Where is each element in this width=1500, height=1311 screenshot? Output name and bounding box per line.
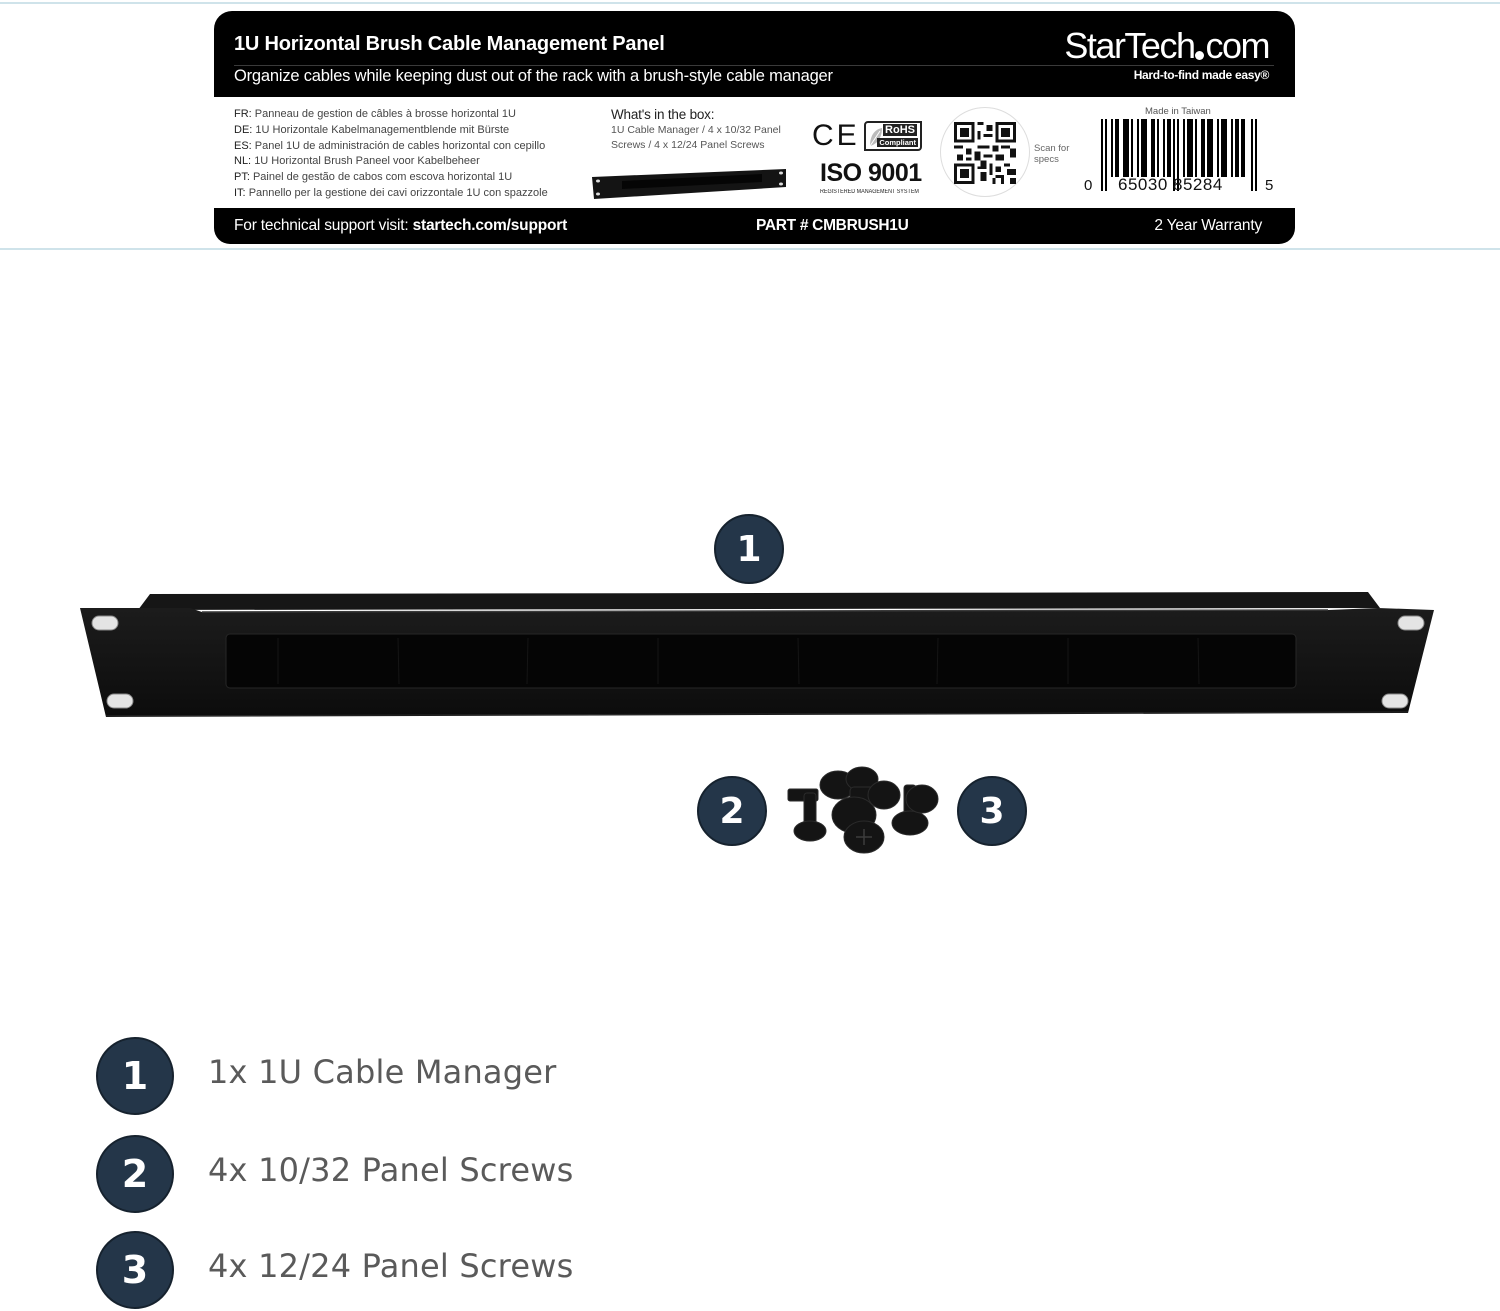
rohs-compliant-icon: RoHS Compliant [864,121,922,151]
label-band-top-line [0,2,1500,4]
label-body: FR: Panneau de gestion de câbles à bross… [214,97,1295,208]
label-footer: For technical support visit: startech.co… [214,208,1295,244]
legend-text-2: 4x 10/32 Panel Screws [208,1151,574,1189]
callout-badge-3: 3 [957,776,1027,846]
barcode-digit-left: 0 [1084,177,1093,194]
box-contents-line-1: 1U Cable Manager / 4 x 10/32 Panel [611,124,781,136]
brand-tagline: Hard-to-find made easy® [1133,68,1270,82]
qr-code[interactable] [940,107,1030,197]
callout-badge-2: 2 [697,776,767,846]
mini-panel-image [592,169,786,199]
legend-badge-1: 1 [96,1037,174,1115]
barcode-icon [1101,119,1257,191]
product-title: 1U Horizontal Brush Cable Management Pan… [234,33,665,55]
support-link[interactable]: startech.com/support [412,217,568,234]
label-header: 1U Horizontal Brush Cable Management Pan… [214,11,1295,97]
box-contents-line-2: Screws / 4 x 12/24 Panel Screws [611,139,765,151]
translation-fr: FR: Panneau de gestion de câbles à bross… [234,108,516,120]
cable-manager-panel-image [80,592,1434,717]
country-of-origin: Made in Taiwan [1145,106,1211,117]
qr-code-icon [954,122,1016,184]
translation-pt: PT: Painel de gestão de cabos com escova… [234,171,513,184]
legend-badge-3: 3 [96,1231,174,1309]
product-subtitle: Organize cables while keeping dust out o… [234,67,833,85]
warranty-text: 2 Year Warranty [1154,217,1262,234]
ce-mark-icon: CE [812,119,860,152]
iso-9001-mark: ISO 9001 [820,159,922,187]
legend-text-3: 4x 12/24 Panel Screws [208,1247,574,1285]
translation-de: DE: 1U Horizontale Kabelmanagementblende… [234,123,510,136]
label-band-bottom-line [0,248,1500,250]
box-contents: What's in the box: 1U Cable Manager / 4 … [611,107,781,153]
legend-text-1: 1x 1U Cable Manager [208,1053,557,1091]
translation-es: ES: Panel 1U de administración de cables… [234,139,546,152]
panel-screws-image [787,766,939,854]
support-text: For technical support visit: startech.co… [234,217,568,234]
logo-dot-icon [1195,51,1205,60]
part-number: PART # CMBRUSH1U [756,217,909,234]
translation-it: IT: Pannello per la gestione dei cavi or… [234,186,548,199]
translation-nl: NL: 1U Horizontal Brush Paneel voor Kabe… [234,155,480,168]
barcode-digit-right: 5 [1265,177,1274,194]
translation-list: FR: Panneau de gestion de câbles à bross… [234,107,548,202]
barcode-digits: 65030 85284 [1118,175,1223,194]
qr-caption: Scan for specs [1034,143,1070,165]
callout-badge-1: 1 [714,514,784,584]
legend-badge-2: 2 [96,1135,174,1213]
leaf-icon [869,128,882,147]
iso-subtitle: REGISTERED MANAGEMENT SYSTEM [820,189,919,195]
header-divider [234,65,1274,66]
product-label: 1U Horizontal Brush Cable Management Pan… [214,11,1295,244]
box-contents-heading: What's in the box: [611,107,715,122]
